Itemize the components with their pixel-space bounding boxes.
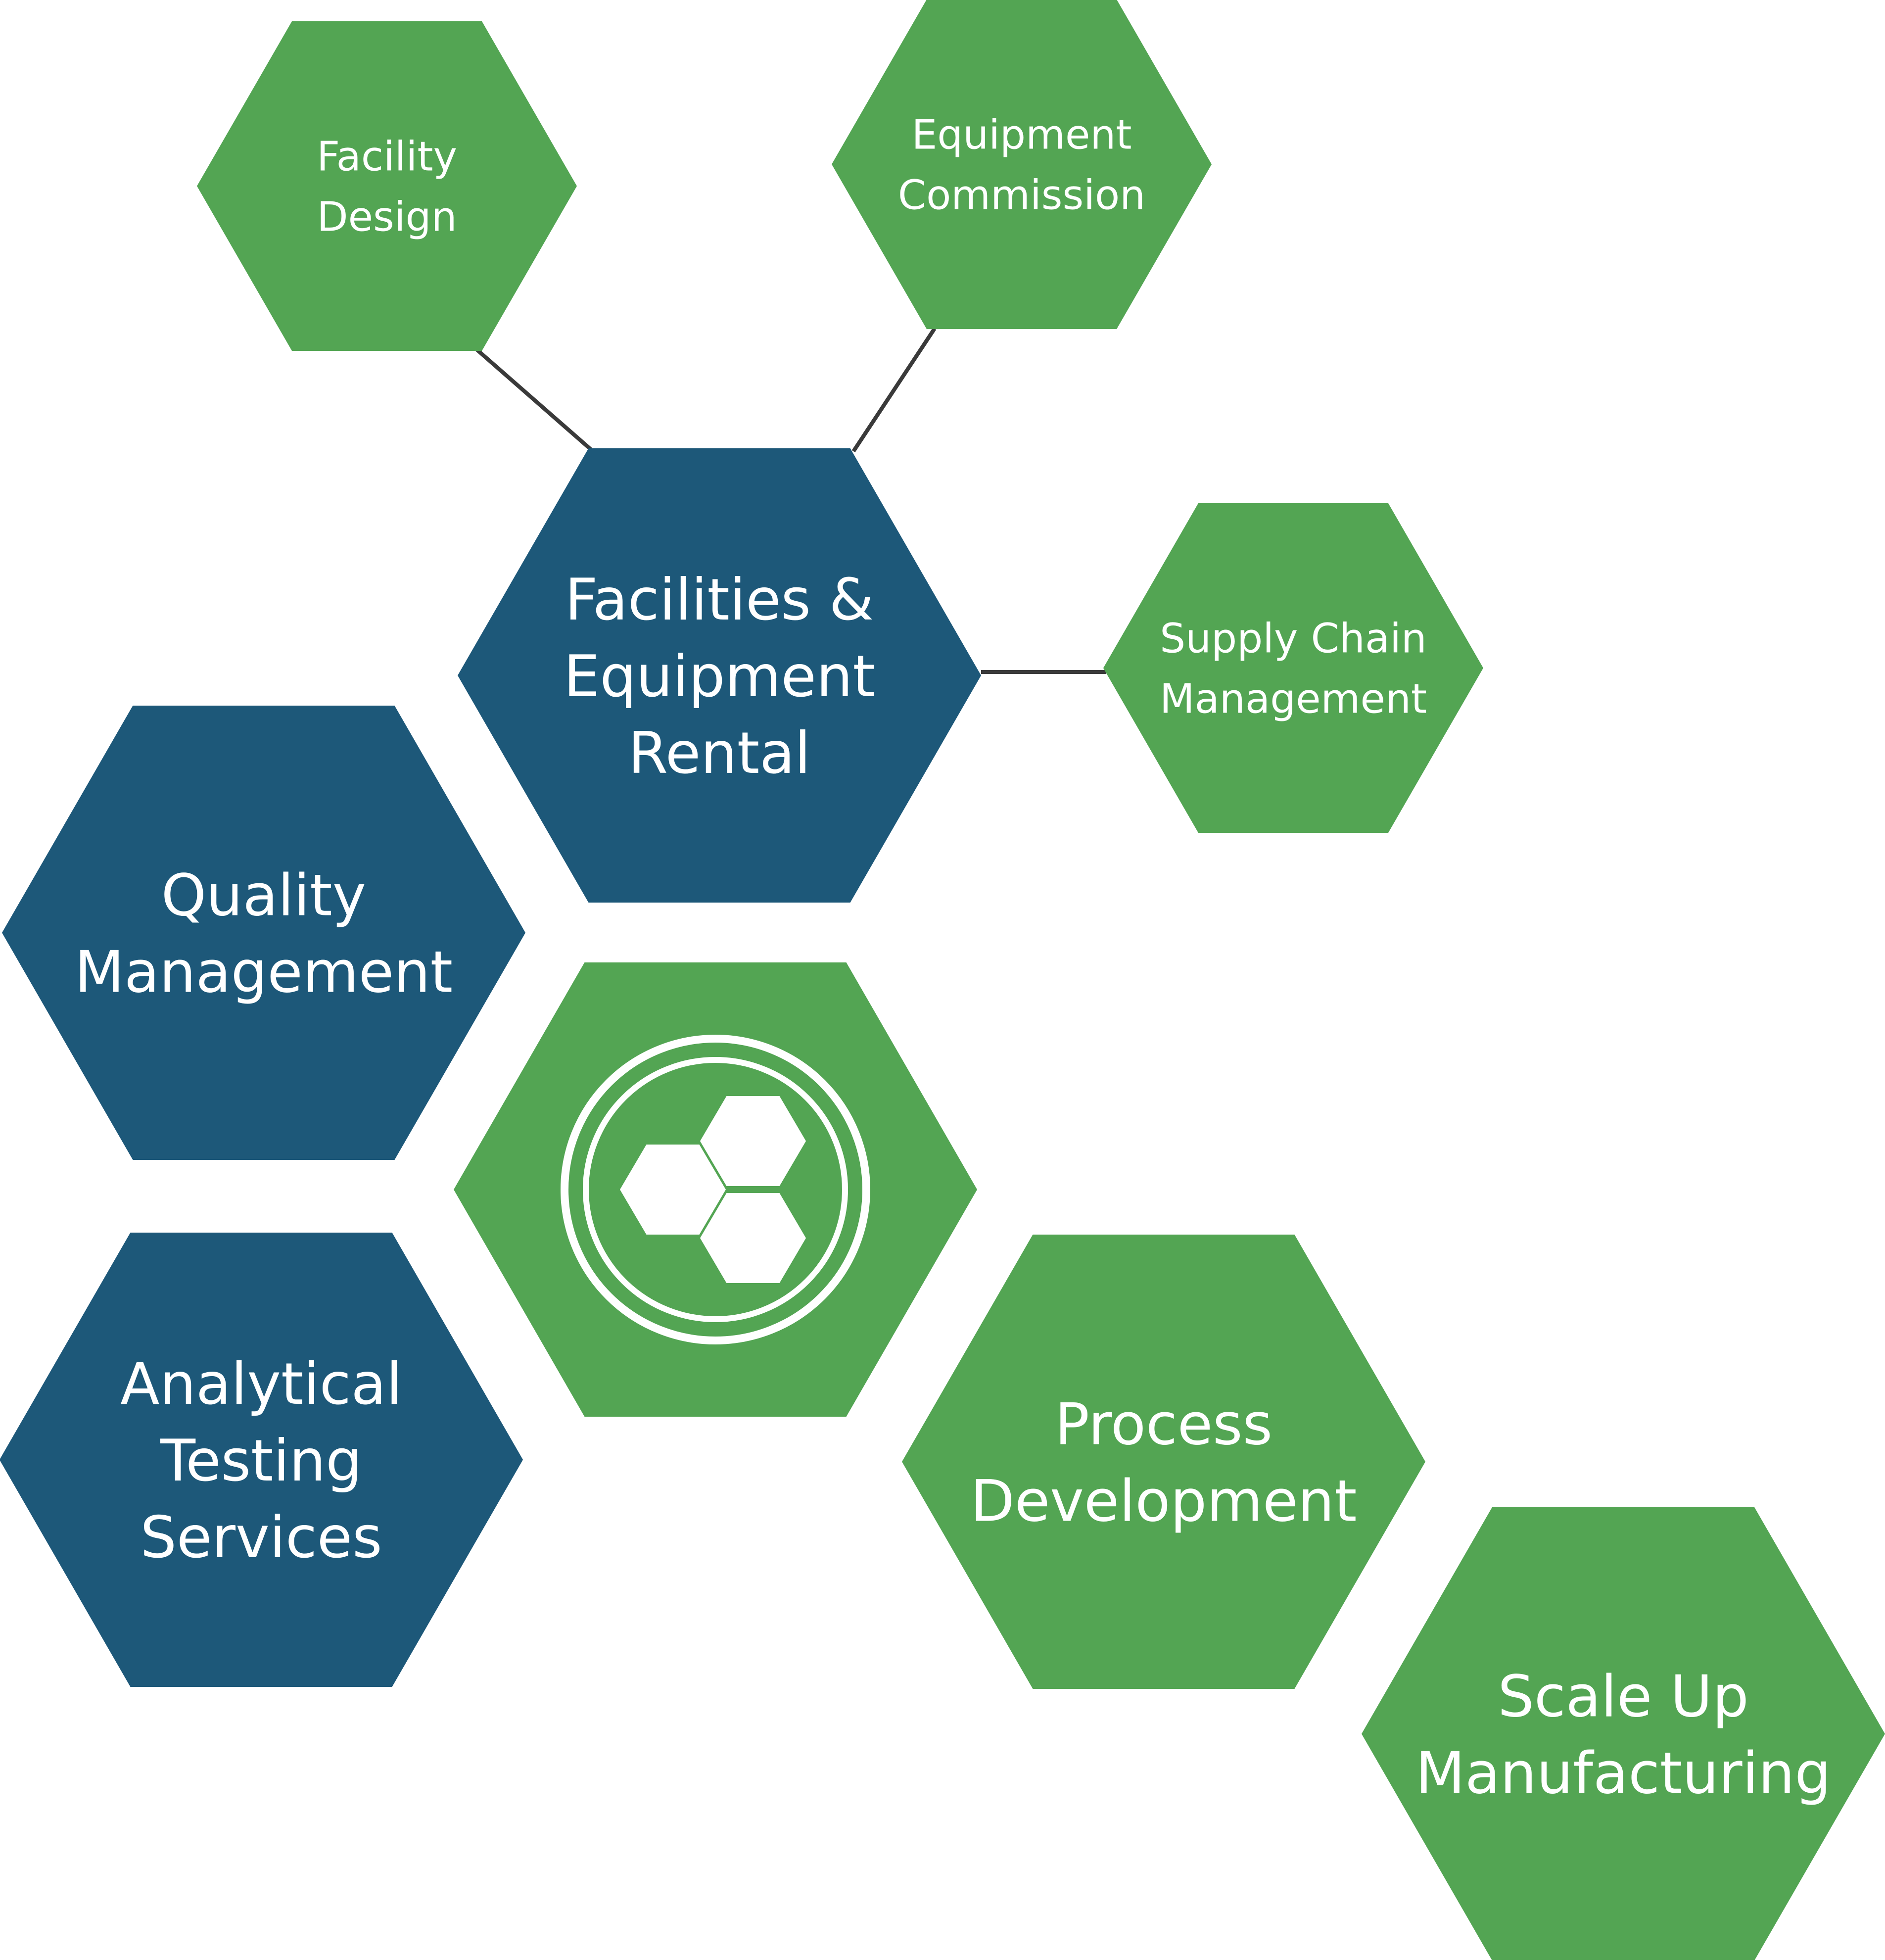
hexagon-shape [902,1235,1425,1689]
hex-node-scale-up-manufacturing: Scale Up Manufacturing [1362,1507,1885,1960]
hex-label-line: Facility [317,134,457,181]
hex-label-line: Management [1160,676,1427,723]
hex-label-line: Manufacturing [1415,1740,1831,1807]
hex-label-line: Services [140,1504,382,1571]
hexagon-shape [832,0,1212,329]
hexagon-shape [458,448,981,903]
hex-label-line: Equipment [564,643,875,710]
hex-label-line: Management [75,939,453,1005]
hex-label-line: Supply Chain [1160,616,1427,663]
three-hexagon-logo-icon [561,1035,870,1344]
hex-label-line: Equipment [911,112,1131,159]
hex-label-line: Process [1055,1391,1272,1458]
hex-label-line: Quality [161,862,367,929]
hex-label-line: Rental [628,720,810,787]
hexagon-shape [1103,503,1483,833]
hexagon-shape [2,706,525,1160]
connector-facility-design [474,347,592,451]
hexagon-shape [1362,1507,1885,1960]
hexagon-shape [0,1233,523,1687]
hex-label-line: Development [971,1468,1357,1534]
hex-label-line: Scale Up [1498,1663,1749,1730]
hex-label-line: Analytical [120,1351,402,1418]
hexagon-shape [197,21,577,351]
hex-label-line: Commission [898,172,1145,219]
connector-equipment-commission [851,327,937,453]
hex-label-line: Design [317,194,457,241]
hex-label-line: Facilities & [565,567,874,633]
hex-label-line: Testing [160,1428,362,1494]
connector-layer [474,327,1106,674]
hex-node-center-logo [454,962,977,1417]
